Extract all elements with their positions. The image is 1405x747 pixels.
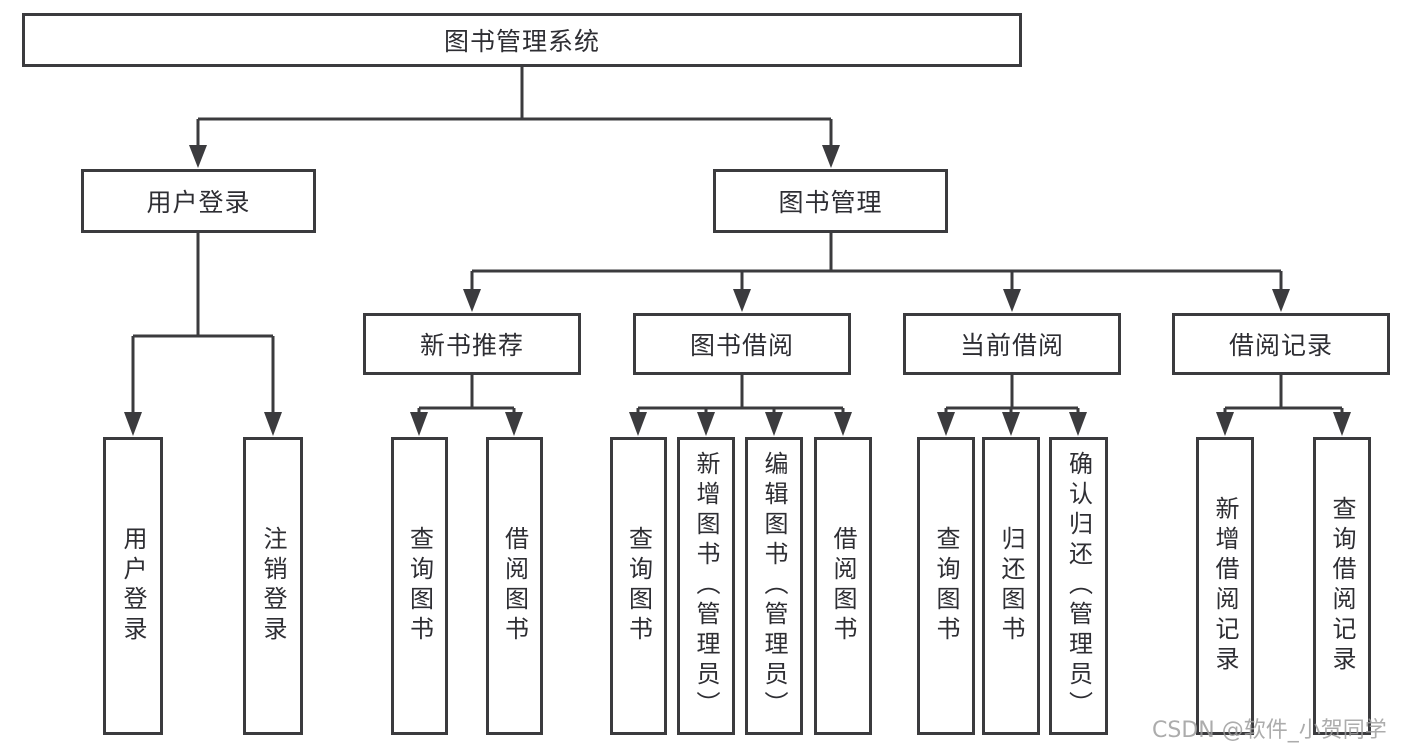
node-leaf-return-book-label: 归还图书 bbox=[997, 526, 1025, 646]
node-leaf-query-book-3: 查询图书 bbox=[917, 437, 975, 735]
node-book-management: 图书管理 bbox=[713, 169, 948, 233]
node-leaf-add-borrow-record: 新增借阅记录 bbox=[1196, 437, 1254, 735]
node-user-login: 用户登录 bbox=[81, 169, 316, 233]
node-leaf-confirm-return-admin-label: 确认归还（管理员） bbox=[1064, 451, 1093, 721]
node-leaf-edit-book-admin-label: 编辑图书（管理员） bbox=[760, 451, 788, 721]
node-current-borrow-label: 当前借阅 bbox=[959, 331, 1064, 360]
node-leaf-return-book: 归还图书 bbox=[982, 437, 1040, 735]
node-leaf-add-book-admin: 新增图书（管理员） bbox=[677, 437, 735, 735]
node-leaf-edit-book-admin: 编辑图书（管理员） bbox=[745, 437, 803, 735]
node-book-borrow-label: 图书借阅 bbox=[689, 331, 794, 360]
node-book-management-label: 图书管理 bbox=[778, 188, 883, 217]
node-leaf-user-login: 用户登录 bbox=[103, 437, 163, 735]
node-leaf-query-borrow-record-label: 查询借阅记录 bbox=[1328, 496, 1356, 676]
node-leaf-borrow-book-2: 借阅图书 bbox=[814, 437, 872, 735]
node-root-label: 图书管理系统 bbox=[443, 27, 600, 56]
node-borrow-record-label: 借阅记录 bbox=[1228, 331, 1333, 360]
node-leaf-logout: 注销登录 bbox=[243, 437, 303, 735]
node-leaf-user-login-label: 用户登录 bbox=[119, 526, 147, 646]
node-leaf-borrow-book-1: 借阅图书 bbox=[486, 437, 543, 735]
watermark: CSDN @软件_小贺同学 bbox=[1152, 718, 1387, 743]
node-leaf-query-book-1-label: 查询图书 bbox=[405, 526, 434, 646]
node-leaf-query-book-2-label: 查询图书 bbox=[624, 526, 653, 646]
node-leaf-query-book-3-label: 查询图书 bbox=[932, 526, 960, 646]
node-leaf-borrow-book-1-label: 借阅图书 bbox=[500, 526, 529, 646]
node-user-login-label: 用户登录 bbox=[146, 188, 251, 217]
node-borrow-record: 借阅记录 bbox=[1172, 313, 1390, 375]
node-new-book-recommend-label: 新书推荐 bbox=[419, 331, 524, 360]
node-book-borrow: 图书借阅 bbox=[633, 313, 851, 375]
node-leaf-add-borrow-record-label: 新增借阅记录 bbox=[1211, 496, 1239, 676]
node-leaf-borrow-book-2-label: 借阅图书 bbox=[829, 526, 857, 646]
node-new-book-recommend: 新书推荐 bbox=[363, 313, 581, 375]
node-current-borrow: 当前借阅 bbox=[903, 313, 1121, 375]
node-leaf-logout-label: 注销登录 bbox=[259, 526, 287, 646]
node-leaf-add-book-admin-label: 新增图书（管理员） bbox=[692, 451, 720, 721]
node-leaf-query-book-1: 查询图书 bbox=[391, 437, 448, 735]
node-root: 图书管理系统 bbox=[22, 13, 1022, 67]
node-leaf-query-book-2: 查询图书 bbox=[610, 437, 667, 735]
node-leaf-confirm-return-admin: 确认归还（管理员） bbox=[1049, 437, 1108, 735]
node-leaf-query-borrow-record: 查询借阅记录 bbox=[1313, 437, 1371, 735]
